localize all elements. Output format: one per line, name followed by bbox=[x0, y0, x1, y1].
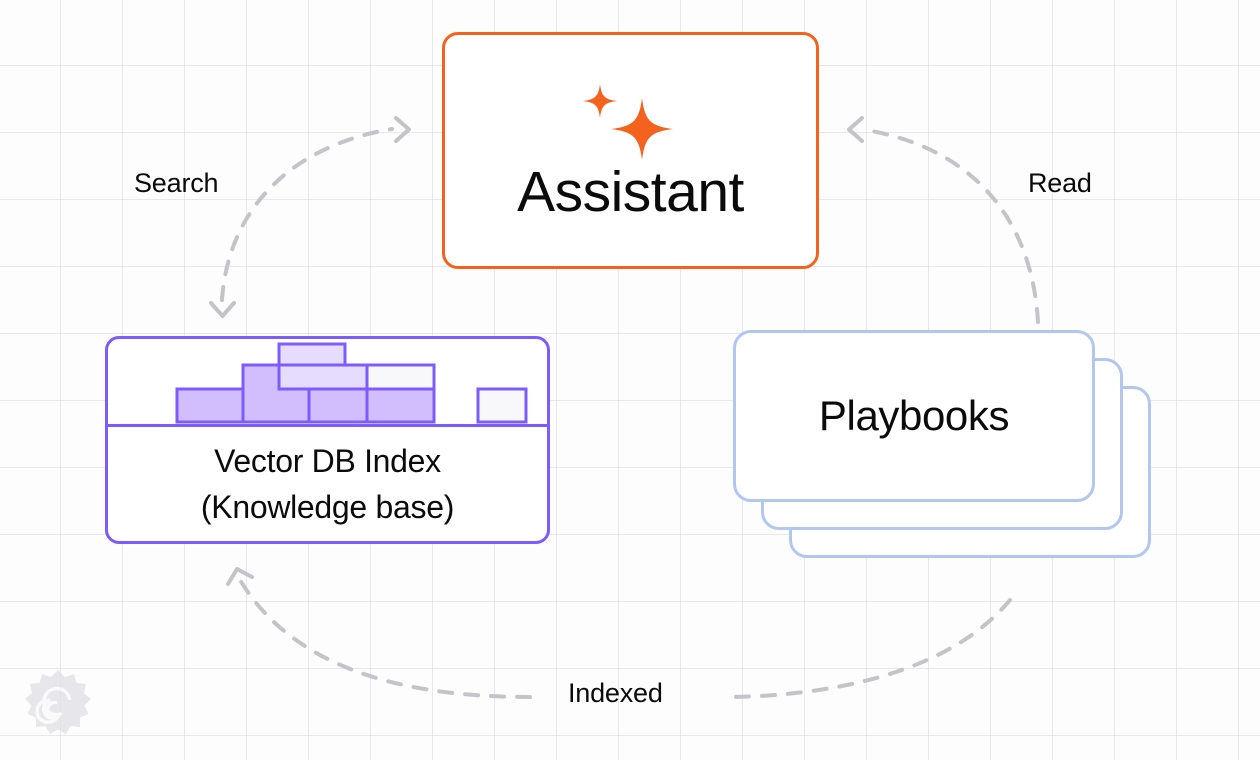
indexed-arrowhead-to-vectordb bbox=[226, 567, 254, 586]
search-edge bbox=[209, 116, 411, 318]
search-arrowhead-to-vectordb bbox=[209, 301, 236, 318]
vector-db-divider bbox=[108, 424, 547, 427]
vector-db-node[interactable]: Vector DB Index (Knowledge base) bbox=[105, 336, 550, 544]
assistant-node[interactable]: Assistant bbox=[442, 32, 819, 269]
vector-db-subtitle: (Knowledge base) bbox=[200, 489, 455, 525]
grafana-logo-icon bbox=[25, 670, 91, 734]
playbook-card-front[interactable]: Playbooks bbox=[733, 330, 1095, 502]
playbooks-node[interactable]: Playbooks bbox=[733, 330, 1153, 565]
vector-db-labels: Vector DB Index (Knowledge base) bbox=[108, 427, 547, 541]
sparkles-icon bbox=[582, 84, 673, 160]
edge-label-read: Read bbox=[1028, 168, 1092, 198]
histogram-icon bbox=[175, 342, 528, 424]
read-arrowhead-to-assistant bbox=[847, 116, 864, 143]
vector-db-chart-area bbox=[108, 339, 547, 424]
edge-label-indexed: Indexed bbox=[568, 678, 663, 708]
search-arrowhead-to-assistant bbox=[394, 116, 411, 143]
assistant-label: Assistant bbox=[517, 160, 744, 224]
vector-db-title: Vector DB Index bbox=[214, 442, 441, 479]
playbooks-label: Playbooks bbox=[818, 392, 1010, 439]
edge-label-search: Search bbox=[134, 168, 219, 198]
read-edge bbox=[847, 116, 1040, 324]
